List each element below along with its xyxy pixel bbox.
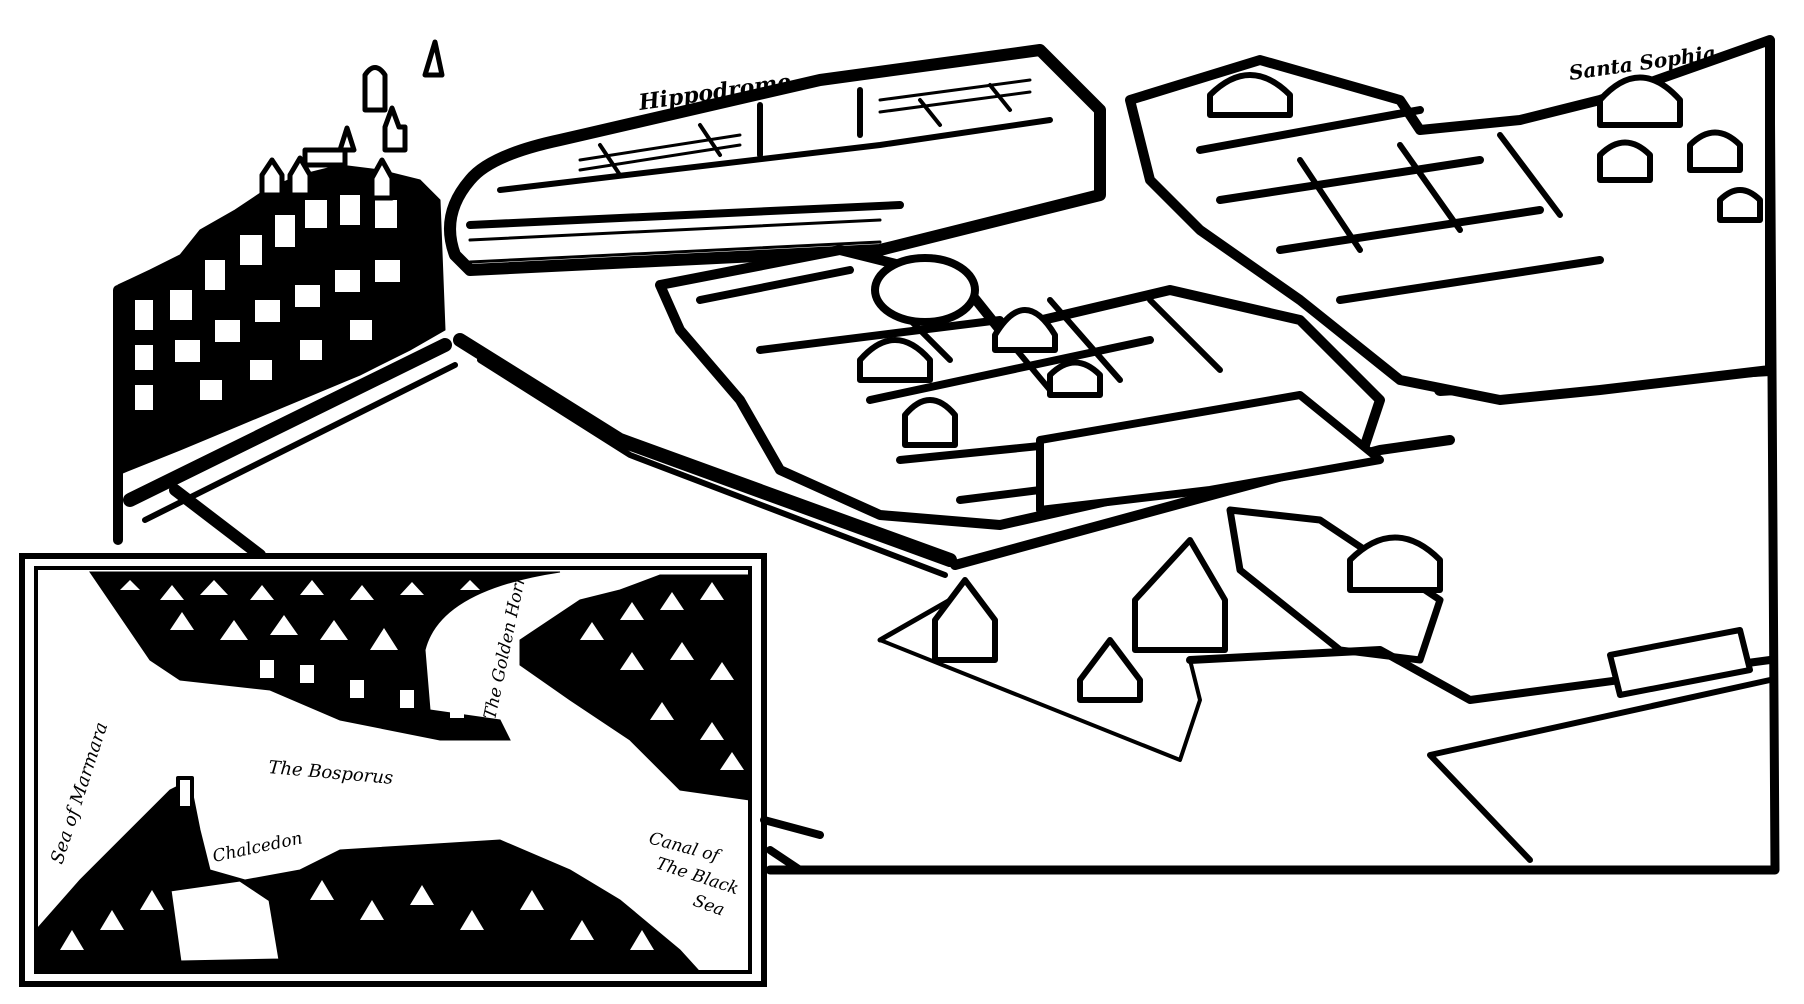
hippodrome-arcade (468, 218, 882, 264)
harbour-dome (1347, 534, 1443, 593)
inset-pera (519, 574, 751, 801)
old-city-houses (117, 39, 446, 476)
palace-complex (655, 245, 1503, 530)
hippodrome: Hippodrome (444, 44, 1106, 276)
harbour-structures (877, 506, 1774, 863)
dome-upper (1207, 72, 1293, 118)
chapel-1 (932, 577, 998, 663)
chapel-2 (1077, 637, 1143, 703)
inset-constantinople (89, 571, 561, 741)
round-courtyard (871, 254, 979, 326)
frame-join (760, 816, 824, 874)
harbour-colonnade (1607, 627, 1753, 698)
inset-chalcedon-harbour (168, 878, 282, 964)
church (1132, 537, 1228, 653)
santa-sophia-dome (1597, 74, 1683, 128)
upper-right-buildings: Santa Sophia (1125, 35, 1775, 405)
inset-map: Sea of Marmara The Golden Horn Pera The … (19, 553, 767, 987)
